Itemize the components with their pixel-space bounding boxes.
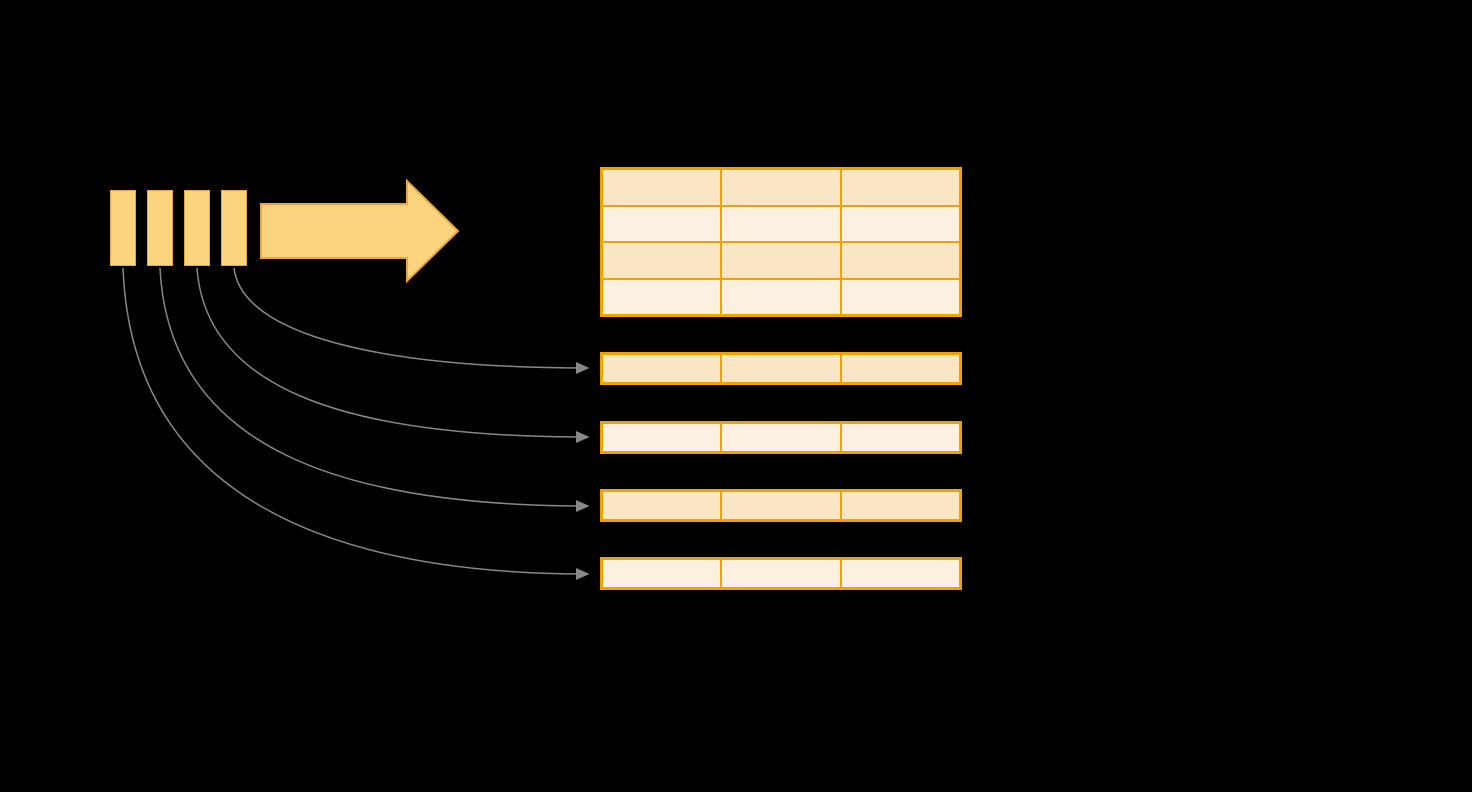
table-cell [602,205,722,242]
connector-arrow [196,267,590,443]
table-cell [840,559,960,588]
table-cell [840,242,960,279]
table-cell [840,169,960,206]
table-cell [840,491,960,520]
table-cell [602,278,722,315]
table-cell [602,242,722,279]
table-cell [840,354,960,383]
table-cell [721,559,841,588]
table-cell [602,169,722,206]
connector-arrow [233,267,590,374]
row-table [600,557,962,590]
connector-arrow [159,267,590,512]
table-cell [721,423,841,452]
table-cell [840,278,960,315]
table-cell [840,423,960,452]
table-cell [602,354,722,383]
table-cell [721,169,841,206]
table-cell [602,491,722,520]
table-cell [721,242,841,279]
batch-table [600,167,962,317]
stream-bar [221,190,247,266]
table-cell [721,491,841,520]
table-cell [840,205,960,242]
table-cell [721,205,841,242]
row-table [600,352,962,385]
row-table [600,489,962,522]
flow-arrow-shape [260,178,460,284]
table-cell [602,423,722,452]
row-table [600,421,962,454]
stream-bar [147,190,173,266]
connector-arrow [122,267,590,580]
stream-bars [110,190,260,266]
table-cell [602,559,722,588]
stream-bar [184,190,210,266]
table-cell [721,278,841,315]
table-cell [721,354,841,383]
stream-bar [110,190,136,266]
